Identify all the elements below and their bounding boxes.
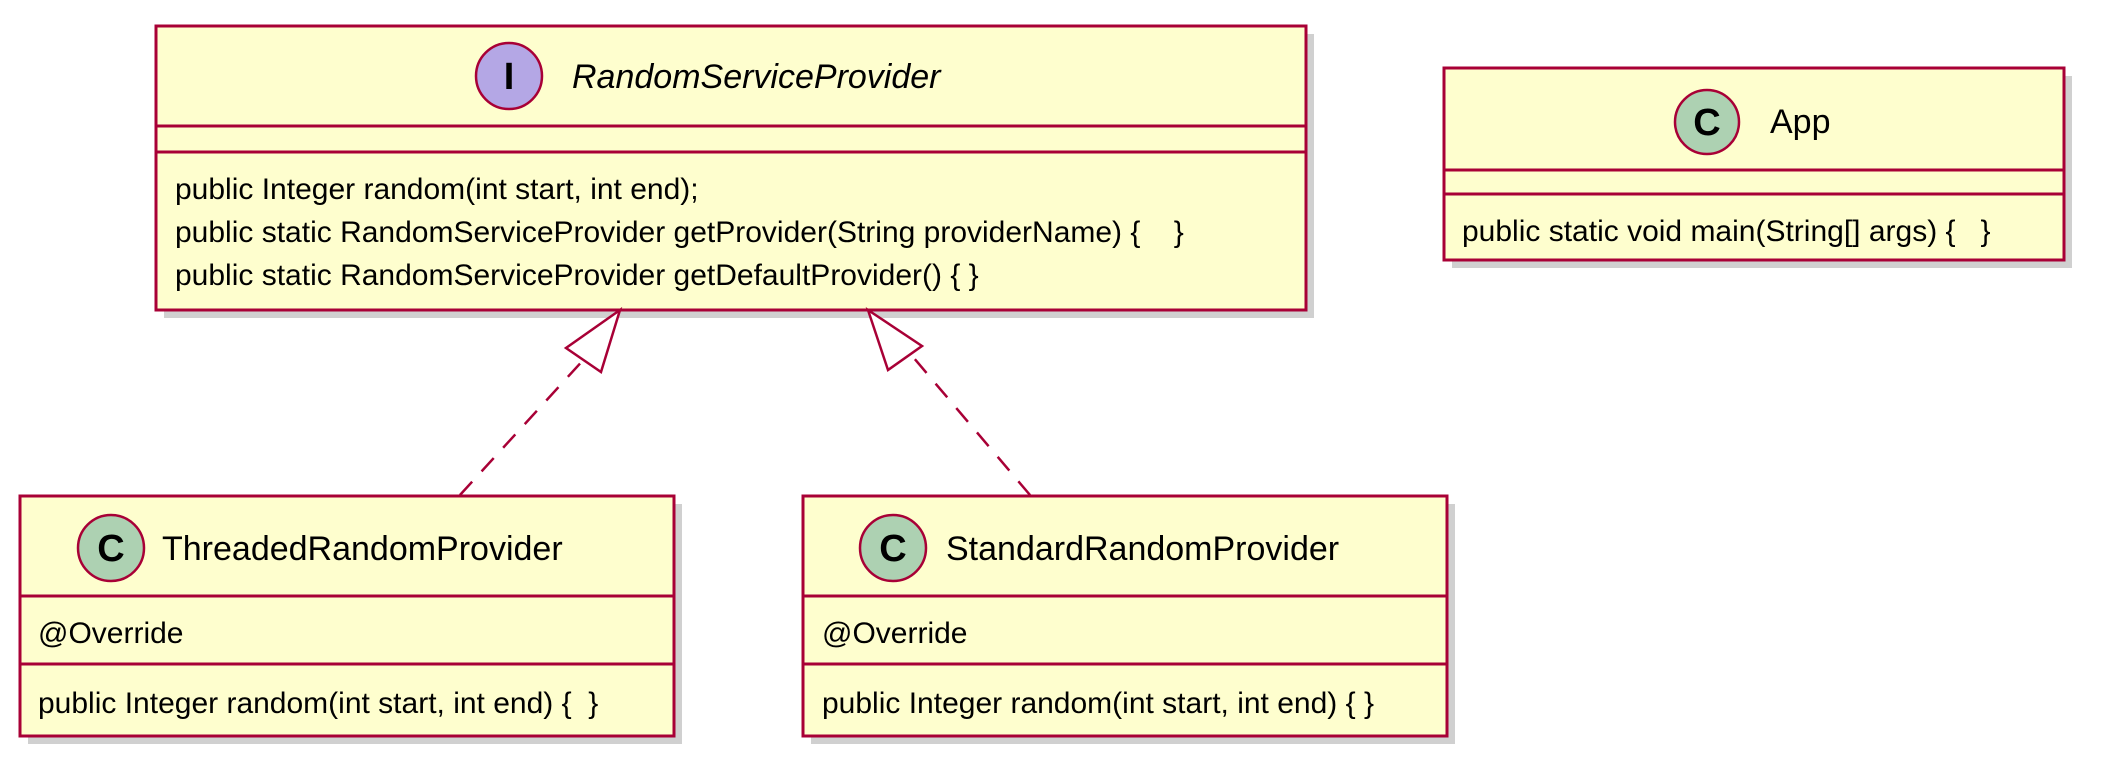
realization-threaded-to-interface: [459, 306, 623, 496]
method-random: public Integer random(int start, int end…: [175, 173, 699, 206]
class-standard-random-provider[interactable]: C StandardRandomProvider @Override publi…: [801, 494, 1455, 744]
box-border: [801, 494, 1449, 738]
hollow-triangle-arrowhead-icon: [563, 306, 623, 374]
dashed-realization-line: [912, 356, 1031, 496]
hollow-triangle-arrowhead-icon: [865, 306, 925, 372]
class-badge-letter: C: [1693, 102, 1720, 144]
interface-badge-letter: I: [504, 56, 515, 98]
box-border: [154, 24, 1308, 312]
method-get-default-provider: public static RandomServiceProvider getD…: [175, 259, 979, 292]
class-badge-icon: [1673, 88, 1741, 156]
field-override-annotation: @Override: [38, 617, 184, 650]
interface-badge-icon: [474, 41, 544, 111]
box-background: [156, 26, 1306, 310]
class-badge-letter: C: [879, 528, 906, 570]
class-name: App: [1770, 103, 1831, 141]
class-name: ThreadedRandomProvider: [162, 530, 563, 568]
method-get-provider: public static RandomServiceProvider getP…: [175, 216, 1184, 249]
box-background: [1444, 68, 2064, 260]
method-main: public static void main(String[] args) {…: [1462, 215, 1991, 248]
class-badge-icon: [858, 513, 928, 583]
class-badge-letter: C: [97, 528, 124, 570]
box-border: [18, 494, 676, 738]
interface-random-service-provider[interactable]: I RandomServiceProvider public Integer r…: [154, 24, 1314, 318]
method-random: public Integer random(int start, int end…: [822, 687, 1374, 720]
field-override-annotation: @Override: [822, 617, 968, 650]
class-app[interactable]: C App public static void main(String[] a…: [1442, 66, 2072, 268]
method-random: public Integer random(int start, int end…: [38, 687, 598, 720]
box-border: [1442, 66, 2066, 262]
class-name: StandardRandomProvider: [946, 530, 1339, 568]
dashed-realization-line: [459, 356, 587, 496]
class-threaded-random-provider[interactable]: C ThreadedRandomProvider @Override publi…: [18, 494, 682, 744]
class-badge-icon: [76, 513, 146, 583]
realization-standard-to-interface: [865, 306, 1031, 496]
interface-name: RandomServiceProvider: [572, 58, 942, 96]
